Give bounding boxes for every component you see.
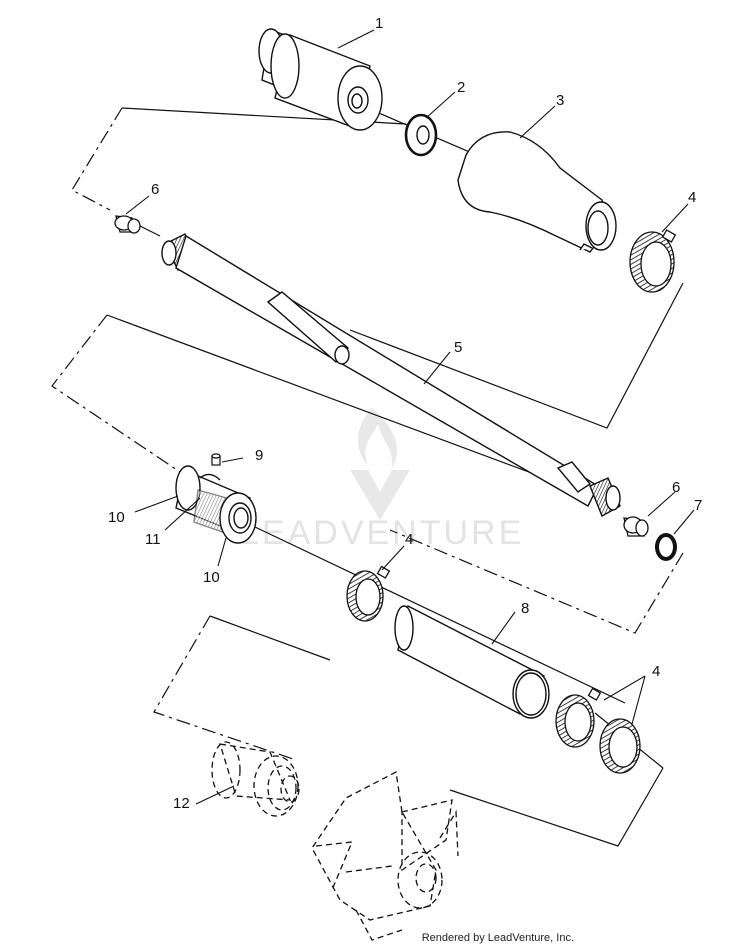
part-8-tube: [394, 604, 550, 719]
watermark-logo: [350, 408, 410, 520]
leader-4-lower-a: [603, 675, 646, 701]
middle-left-bracket: [51, 314, 181, 473]
callout-6-right: 6: [672, 479, 680, 496]
part-4-clamp-middle: [346, 565, 391, 622]
callout-1: 1: [375, 15, 383, 32]
part-12-hub: [211, 741, 300, 817]
part-4-clamp-upper: [629, 229, 677, 293]
leader-lines: [125, 29, 695, 805]
leader-4-upper: [661, 203, 689, 233]
main-axis-line: [254, 526, 626, 704]
callout-11: 11: [145, 531, 161, 548]
part-5-driveshaft: [161, 233, 621, 517]
leader-2: [425, 91, 456, 119]
callout-4-middle: 4: [405, 531, 413, 548]
leader-5: [423, 351, 451, 385]
leader-12: [195, 785, 235, 805]
lower-right-bracket: [449, 767, 664, 847]
render-credit: Rendered by LeadVenture, Inc.: [421, 932, 574, 944]
callout-4-lower: 4: [652, 663, 660, 680]
leader-3: [519, 105, 556, 139]
shaft-axis-left: [139, 225, 161, 237]
upper-left-bracket: [71, 107, 123, 211]
propeller-reference: [311, 771, 459, 941]
part-2-washer: [404, 113, 438, 157]
callout-10-left: 10: [108, 509, 125, 526]
part-9-set-screw: [211, 453, 221, 466]
part-1-drive-adaptor: [258, 28, 383, 131]
callout-2: 2: [457, 79, 465, 96]
leader-10-left: [134, 495, 179, 513]
leader-1: [337, 29, 375, 49]
leader-6-left: [125, 195, 150, 215]
part-6-bushing-right: [623, 516, 649, 537]
callout-8: 8: [521, 600, 529, 617]
part-7-o-ring: [655, 533, 677, 561]
middle-right-bracket: [389, 529, 684, 634]
callout-5: 5: [454, 339, 462, 356]
leader-4-lower-b: [631, 675, 646, 725]
callout-3: 3: [556, 92, 564, 109]
leader-8: [491, 611, 516, 645]
leader-7: [673, 509, 695, 535]
leader-6-right: [647, 491, 676, 517]
leader-9: [221, 457, 244, 463]
lower-left-bracket: [153, 615, 297, 761]
callout-9: 9: [255, 447, 263, 464]
upper-right-bracket: [349, 282, 684, 429]
part-6-bushing-left: [114, 215, 141, 234]
callout-7: 7: [694, 497, 702, 514]
lower-left-bracket-top: [209, 615, 331, 661]
part-4-clamp-lower-b: [599, 718, 641, 774]
callout-6-left: 6: [151, 181, 159, 198]
leader-10-lower: [217, 537, 227, 567]
watermark-text: LEADVENTURE: [240, 514, 524, 552]
leader-4-middle: [381, 545, 405, 571]
part-10-coupler: [175, 465, 257, 544]
middle-left-bracket-top: [106, 314, 546, 479]
callout-10-lower: 10: [203, 569, 220, 586]
leader-11: [164, 497, 201, 531]
callout-12: 12: [173, 795, 190, 812]
part-4-clamp-lower-a: [555, 687, 602, 748]
part-3-boot: [457, 131, 617, 253]
callout-4-upper: 4: [688, 189, 696, 206]
